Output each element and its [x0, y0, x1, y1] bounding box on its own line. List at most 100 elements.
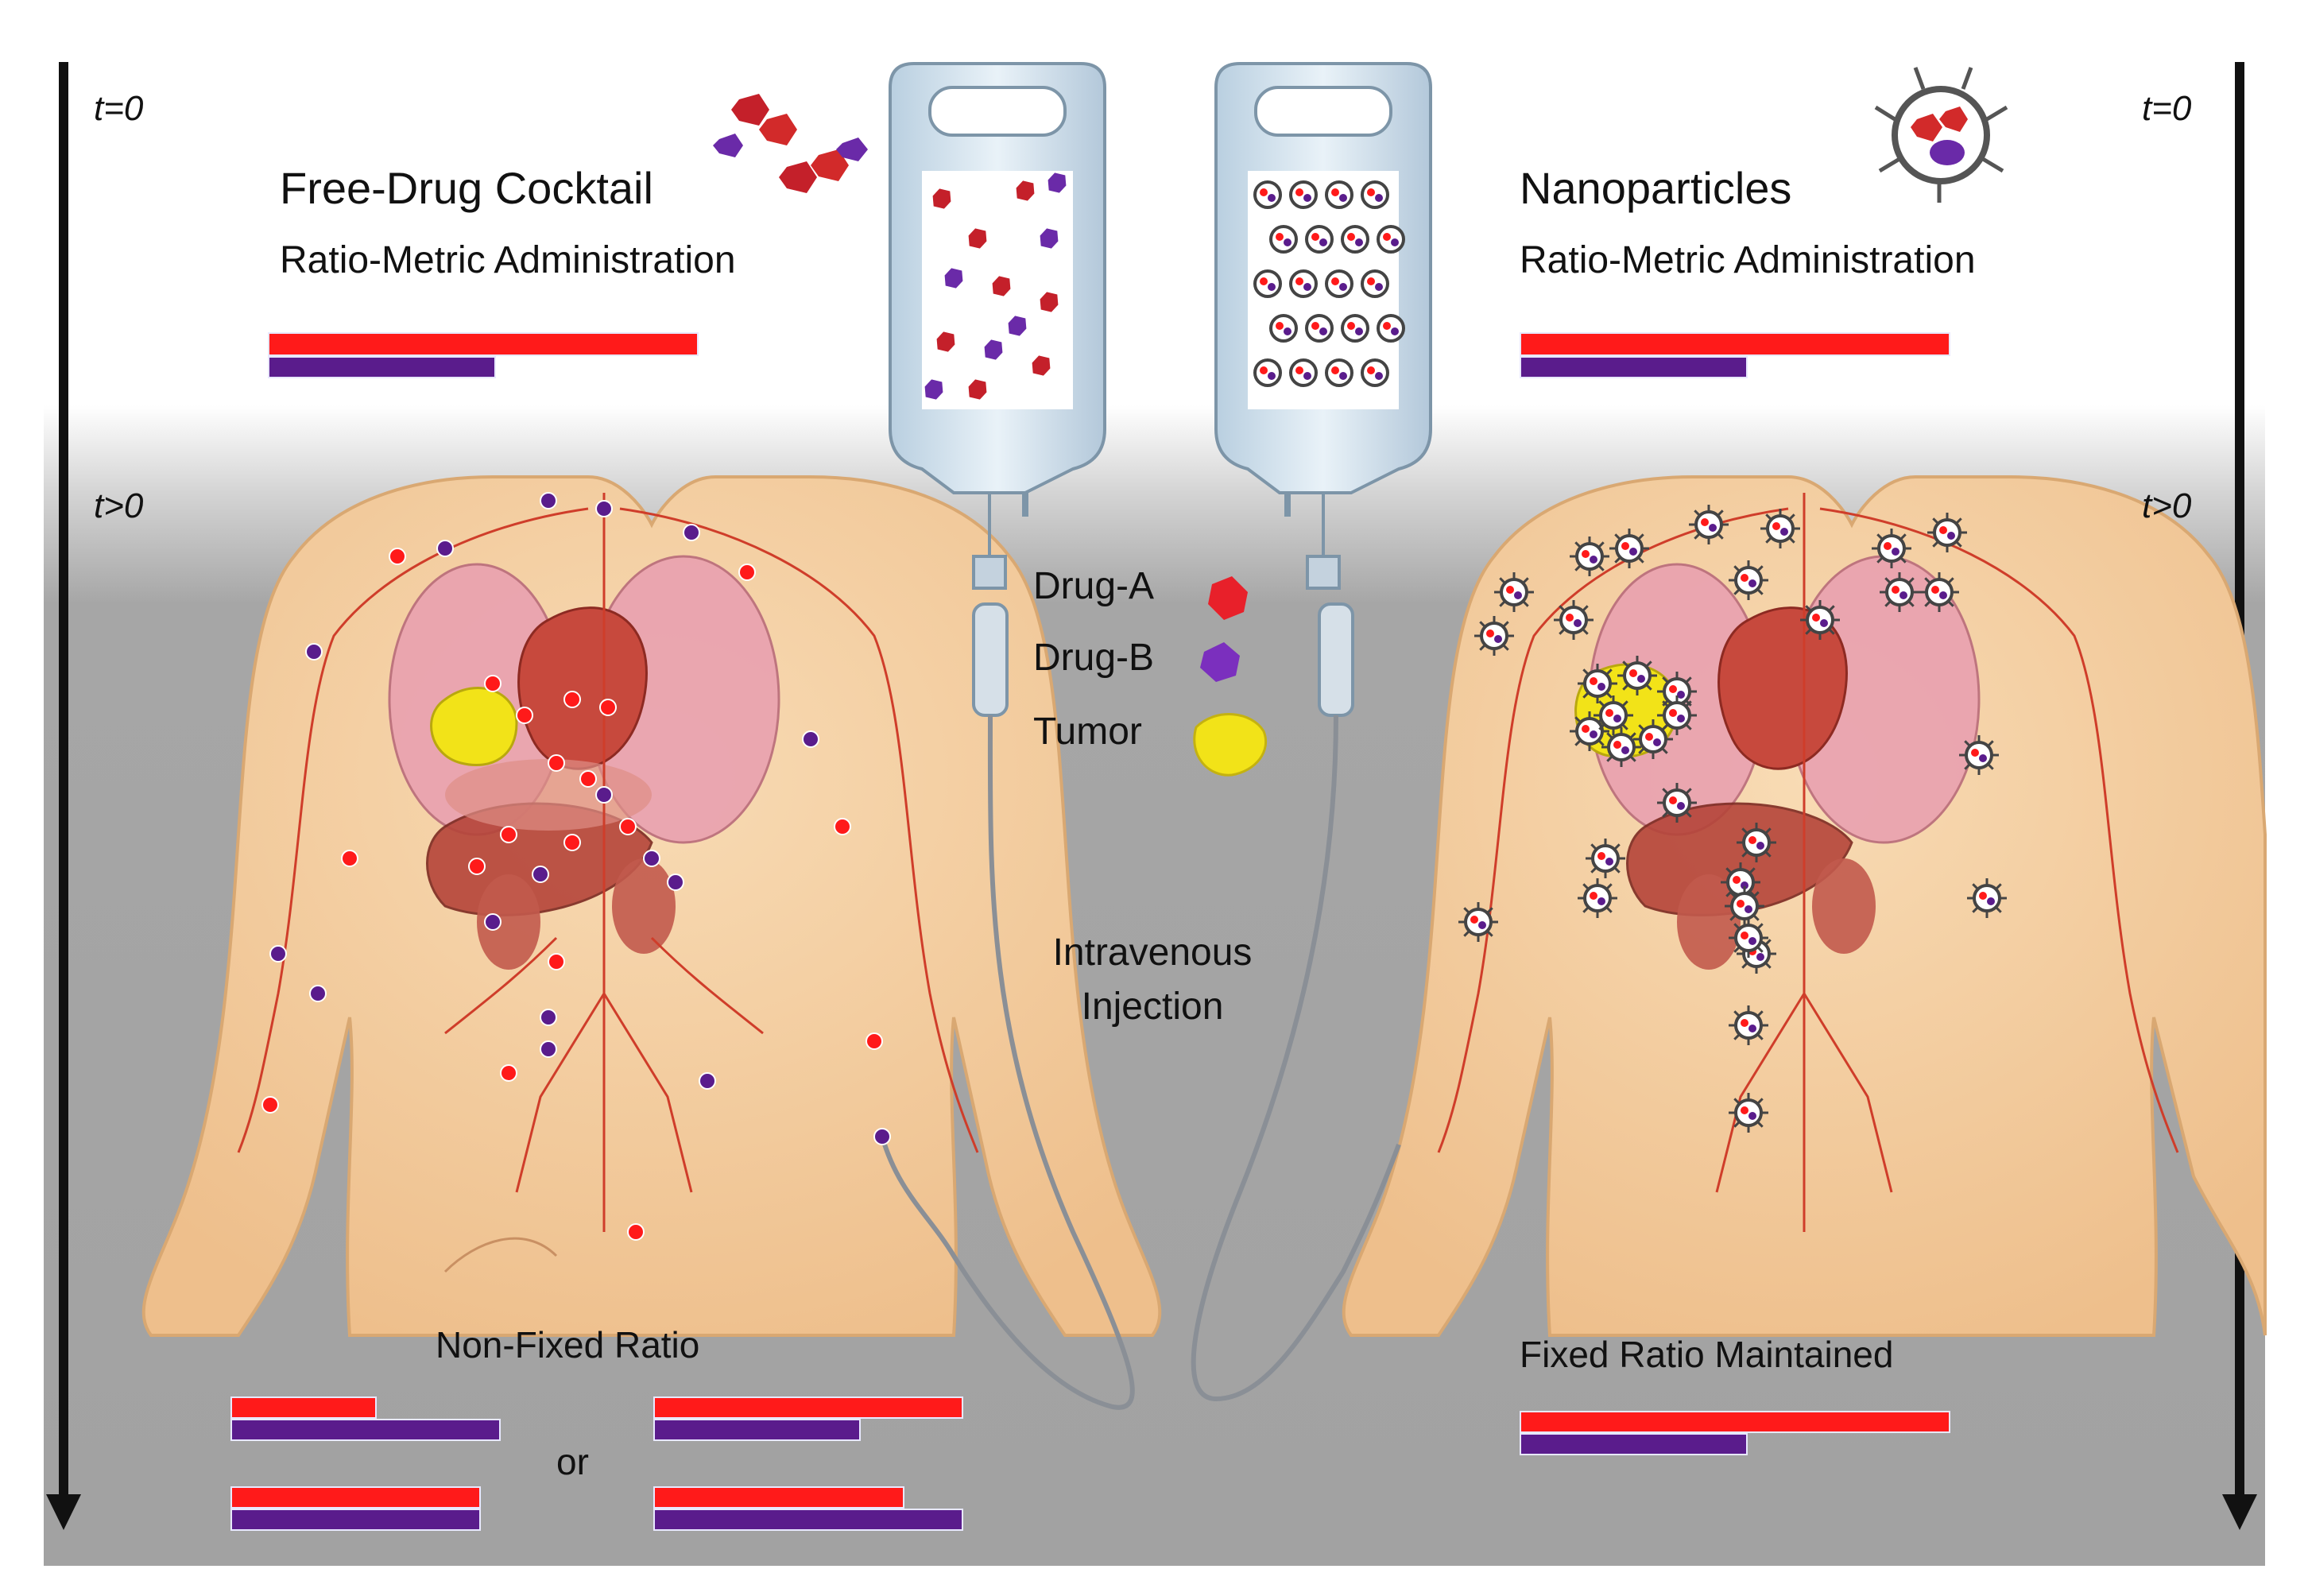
left-time-start: t=0 — [94, 89, 144, 128]
nanoparticle — [1361, 180, 1389, 209]
drug-a-particle — [1032, 355, 1051, 376]
right-blood-vessels — [1437, 493, 2179, 1232]
right-panel-subtitle: Ratio-Metric Administration — [1520, 239, 1976, 281]
nanoparticle — [1689, 505, 1729, 544]
nanoparticle — [1325, 358, 1353, 387]
drug-b-particle — [802, 730, 819, 748]
drug-b-particle — [1048, 172, 1067, 193]
nanoparticle — [1570, 711, 1609, 751]
drug-b-particle — [595, 786, 613, 804]
free-drug-particles — [261, 492, 891, 1241]
drug-a-particle — [341, 850, 358, 867]
right-final-drug-b-bar — [1520, 1433, 1748, 1455]
nanoparticle — [1872, 529, 1911, 568]
left-organs — [388, 555, 780, 970]
drug-b-particle — [532, 866, 549, 883]
drug-a-particle — [563, 691, 581, 708]
nanoparticle — [1601, 727, 1641, 767]
nanoparticle — [1880, 572, 1919, 612]
injection-label-line1: Intravenous — [1052, 932, 1253, 974]
left-outcome-3-drug-b-bar — [230, 1509, 481, 1531]
drug-b-particle — [924, 379, 943, 400]
drug-b-particle — [269, 945, 287, 963]
nanoparticle — [1800, 600, 1840, 640]
right-outcome-label: Fixed Ratio Maintained — [1520, 1334, 1894, 1375]
drug-b-particle — [1008, 316, 1027, 336]
tumor-icon — [1193, 713, 1268, 777]
legend-drug-b-label: Drug-B — [1033, 637, 1155, 679]
drug-b-particle — [484, 913, 501, 931]
nanoparticle — [1570, 537, 1609, 576]
drug-a-particle — [866, 1032, 883, 1050]
nanoparticle — [1341, 225, 1369, 254]
nanoparticles-in-body — [1458, 505, 2007, 1133]
nanoparticle-icon — [1874, 67, 2008, 203]
drug-b-icon — [1200, 642, 1240, 682]
drug-a-particle — [500, 826, 517, 843]
nanoparticle — [1361, 269, 1389, 298]
right-panel-title: Nanoparticles — [1520, 163, 1792, 213]
drug-a-particle — [563, 834, 581, 851]
drug-b-particle — [595, 500, 613, 517]
nanoparticle — [1657, 783, 1697, 823]
nanoparticle — [1325, 269, 1353, 298]
nanoparticle — [1959, 735, 1999, 775]
drug-a-particle — [500, 1064, 517, 1082]
right-final-drug-a-bar — [1520, 1411, 1950, 1433]
drug-a-particle — [968, 228, 987, 249]
nanoparticle — [1325, 180, 1353, 209]
drug-a-particle — [516, 707, 533, 724]
drug-a-particle — [738, 564, 756, 581]
drug-b-particle — [540, 1009, 557, 1026]
drug-a-particle — [627, 1223, 645, 1241]
nanoparticle — [1269, 225, 1298, 254]
nanoparticle — [1657, 695, 1697, 735]
drug-b-particle — [699, 1072, 716, 1090]
drug-b-particle — [436, 540, 454, 557]
nanoparticle — [1737, 823, 1776, 862]
legend-tumor-label: Tumor — [1033, 711, 1142, 753]
nanoparticle — [1377, 314, 1405, 343]
injection-label-line2: Injection — [1081, 986, 1224, 1028]
nanoparticle — [1554, 600, 1594, 640]
drug-a-particle — [468, 858, 486, 875]
time-axis-left — [46, 62, 81, 1530]
nanoparticle — [1729, 560, 1768, 600]
left-outcome-1-drug-b-bar — [230, 1419, 501, 1441]
left-outcome-3-drug-a-bar — [230, 1486, 481, 1509]
nanoparticle — [1578, 664, 1617, 703]
nanoparticle — [1289, 180, 1318, 209]
left-outcome-4-drug-a-bar — [653, 1486, 904, 1509]
nanoparticle — [1725, 886, 1764, 926]
nanoparticle — [1458, 902, 1498, 942]
nanoparticle — [1729, 1093, 1768, 1133]
drug-b-particle — [540, 1040, 557, 1058]
drug-a-particle — [389, 548, 406, 565]
nanoparticle — [1474, 616, 1514, 656]
iv-tubing — [880, 602, 1401, 1410]
drug-a-particle — [968, 379, 987, 400]
drug-b-particle — [683, 524, 700, 541]
drug-a-particle — [992, 276, 1011, 296]
drug-a-particle — [1040, 292, 1059, 312]
drug-a-particle — [548, 953, 565, 970]
iv-bag-particles — [924, 172, 1405, 400]
drug-a-particle — [619, 818, 637, 835]
left-initial-drug-a-bar — [268, 332, 699, 356]
nanoparticle — [1289, 358, 1318, 387]
left-time-later: t>0 — [94, 486, 144, 525]
drug-a-particle — [261, 1096, 279, 1114]
drug-b-particle — [309, 985, 327, 1002]
nanoparticle — [1927, 513, 1967, 552]
nanoparticle — [1289, 269, 1318, 298]
nanoparticle — [1729, 918, 1768, 958]
legend-drug-a-label: Drug-A — [1033, 565, 1155, 607]
right-initial-drug-b-bar — [1520, 356, 1748, 378]
drug-a-icon — [1208, 576, 1248, 620]
left-outcome-4-drug-b-bar — [653, 1509, 963, 1531]
nanoparticle — [1377, 225, 1405, 254]
drug-b-particle — [643, 850, 660, 867]
nanoparticle — [1594, 695, 1633, 735]
right-initial-drug-a-bar — [1520, 332, 1950, 356]
